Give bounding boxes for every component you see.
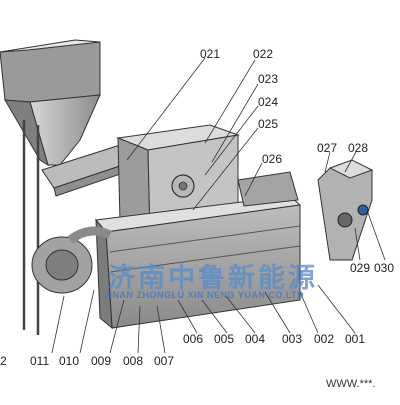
callout-001: 001 (345, 332, 366, 346)
watermark-chinese: 济南中鲁新能源 (108, 263, 318, 294)
callout-009: 009 (91, 354, 112, 368)
callout-002: 002 (314, 332, 335, 346)
callout-010: 010 (59, 354, 80, 368)
feed-hopper (0, 39, 101, 167)
leader-lines (51, 57, 386, 354)
callout-030: 030 (374, 261, 395, 275)
left-drum (31, 226, 113, 294)
callout-023: 023 (258, 72, 279, 86)
callout-006: 006 (183, 332, 204, 346)
callout-026: 026 (262, 152, 283, 166)
callout-011: 011 (30, 354, 50, 368)
callout-008: 008 (123, 354, 144, 368)
hopper-legs (22, 120, 40, 335)
callout-024: 024 (258, 95, 279, 109)
callout-029: 029 (350, 261, 371, 275)
callout-028: 028 (348, 141, 369, 155)
callout-021: 021 (200, 47, 221, 61)
callout-027: 027 (317, 141, 338, 155)
callout-025: 025 (258, 117, 279, 131)
callout-007: 007 (154, 354, 175, 368)
callout-003: 003 (282, 332, 303, 346)
callout-012: 2 (0, 354, 7, 368)
footer-url: WWW.***. (326, 378, 376, 390)
callout-005: 005 (214, 332, 235, 346)
callout-022: 022 (253, 47, 274, 61)
watermark-english: JINAN ZHONGLU XIN NENG YUAN CO.LTD (104, 290, 305, 300)
callout-004: 004 (245, 332, 266, 346)
discharge-elevator (317, 159, 374, 261)
